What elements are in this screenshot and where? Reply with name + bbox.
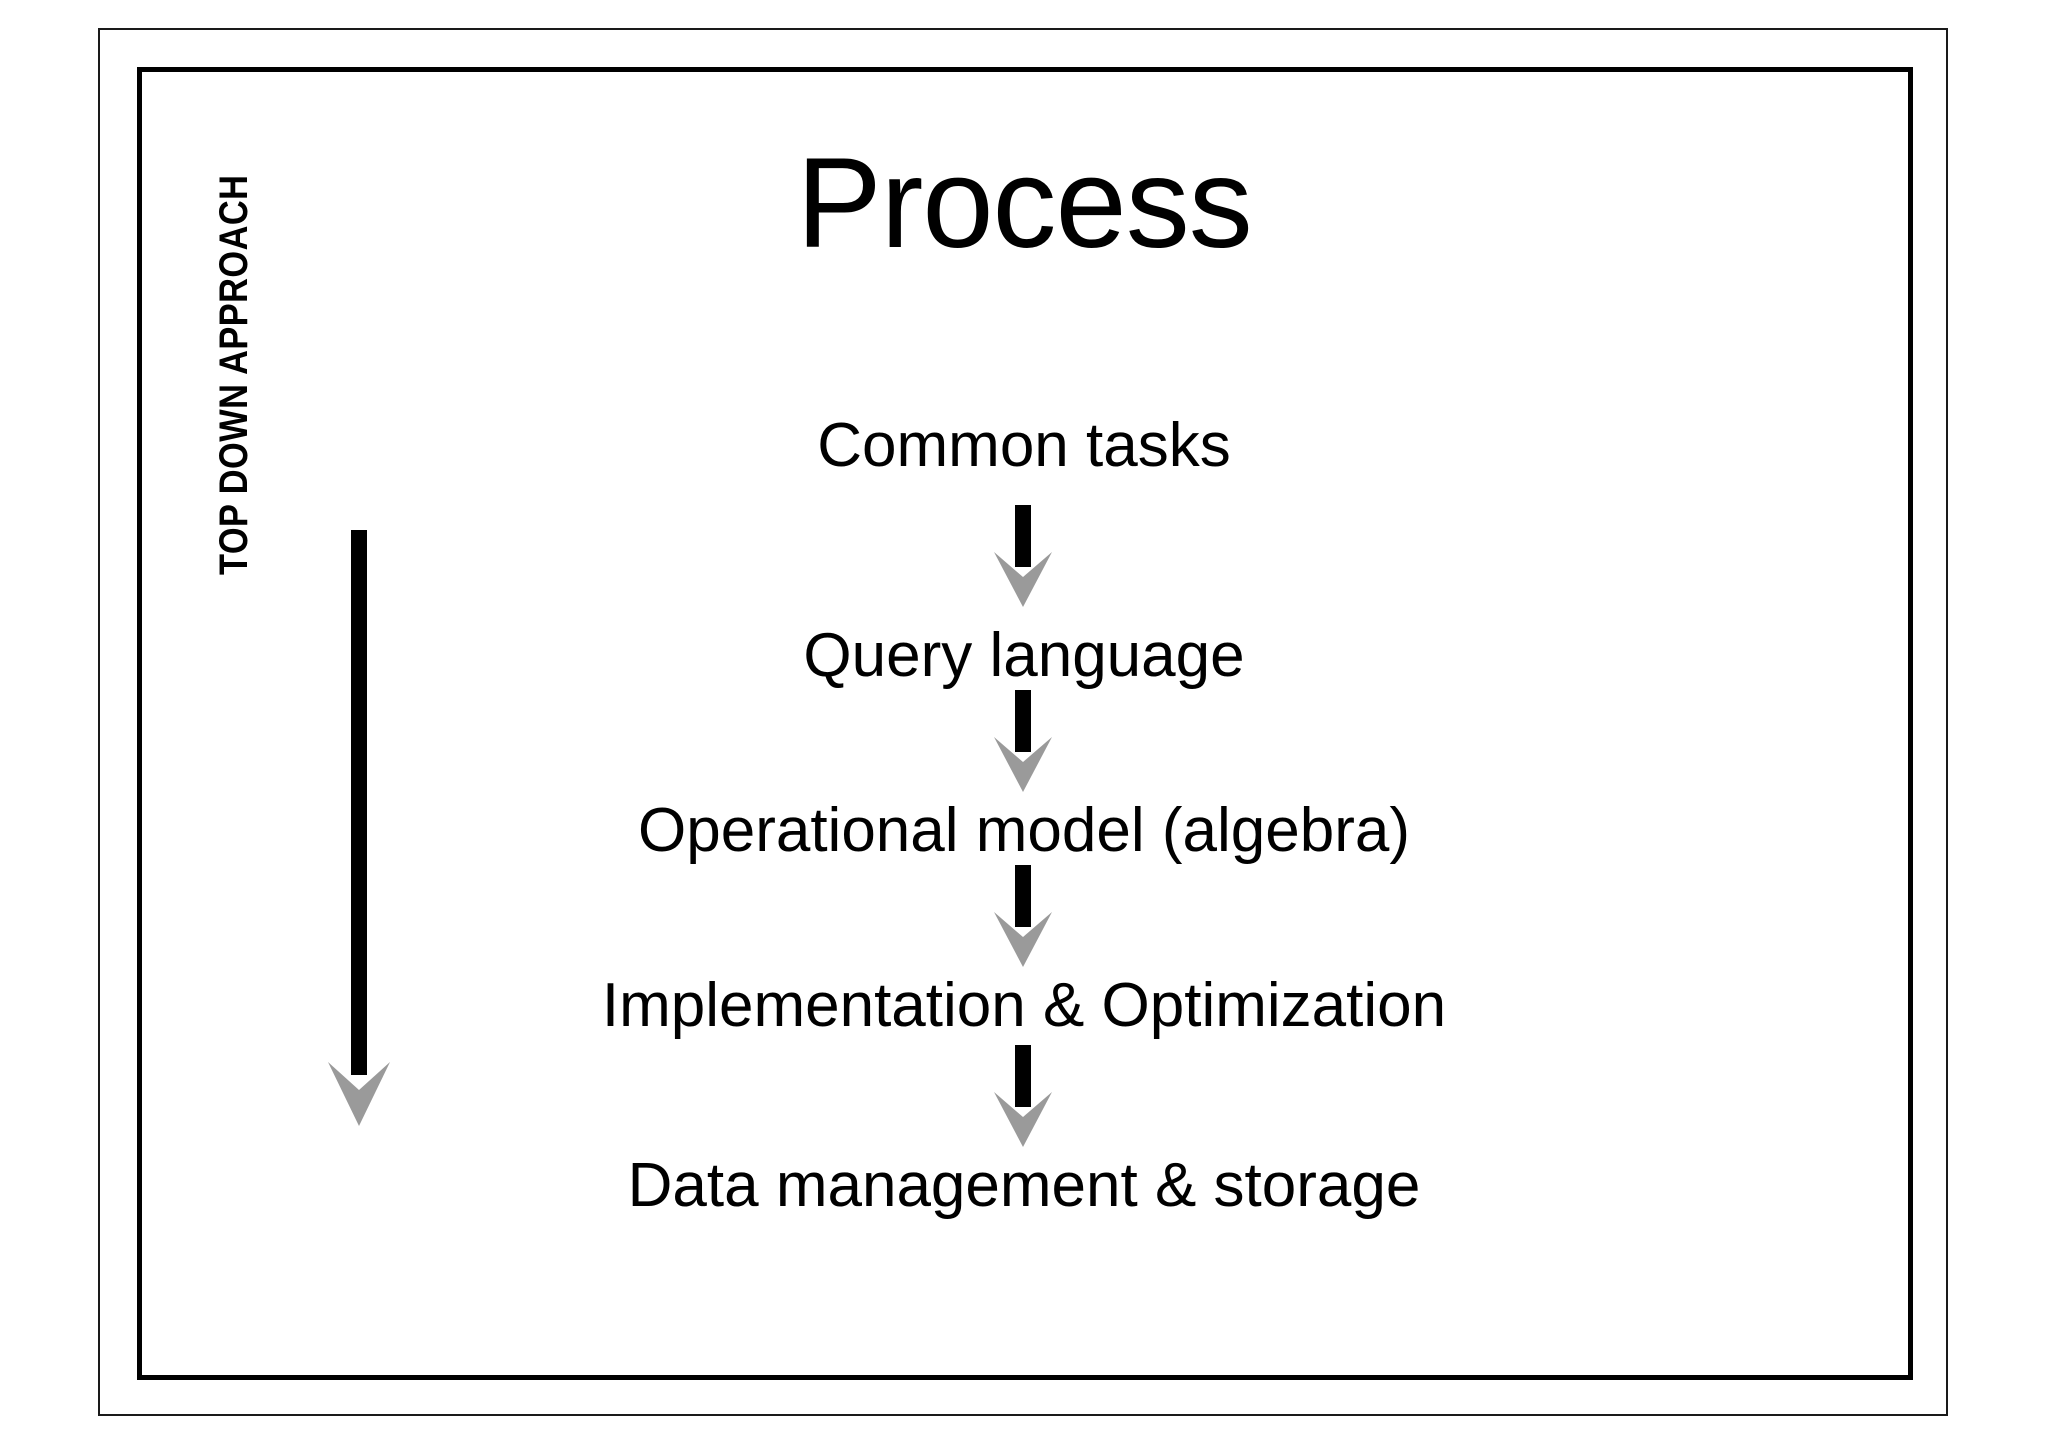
arrow-shaft: [1015, 505, 1031, 567]
arrow-head: [328, 1062, 390, 1126]
arrow-shaft: [1015, 690, 1031, 752]
top-down-approach-arrow: [328, 530, 390, 1126]
arrow-common-tasks-to-query-language: [994, 505, 1052, 607]
arrow-operational-model-to-implementation: [994, 865, 1052, 967]
flow-step-query-language: Query language: [803, 621, 1245, 690]
arrow-shaft: [351, 530, 367, 1075]
page-title: Process: [796, 132, 1252, 275]
arrow-shaft: [1015, 1045, 1031, 1107]
arrow-head: [994, 737, 1052, 792]
arrow-shaft: [1015, 865, 1031, 927]
flow-step-operational-model: Operational model (algebra): [638, 796, 1410, 865]
arrow-query-language-to-operational-model: [994, 690, 1052, 792]
arrow-head: [994, 1092, 1052, 1147]
arrow-head: [994, 912, 1052, 967]
flow-step-common-tasks: Common tasks: [817, 411, 1231, 480]
arrow-implementation-to-data-management: [994, 1045, 1052, 1147]
flow-step-data-management-storage: Data management & storage: [627, 1151, 1421, 1220]
arrow-head: [994, 552, 1052, 607]
flow-step-implementation-optimization: Implementation & Optimization: [601, 971, 1447, 1040]
